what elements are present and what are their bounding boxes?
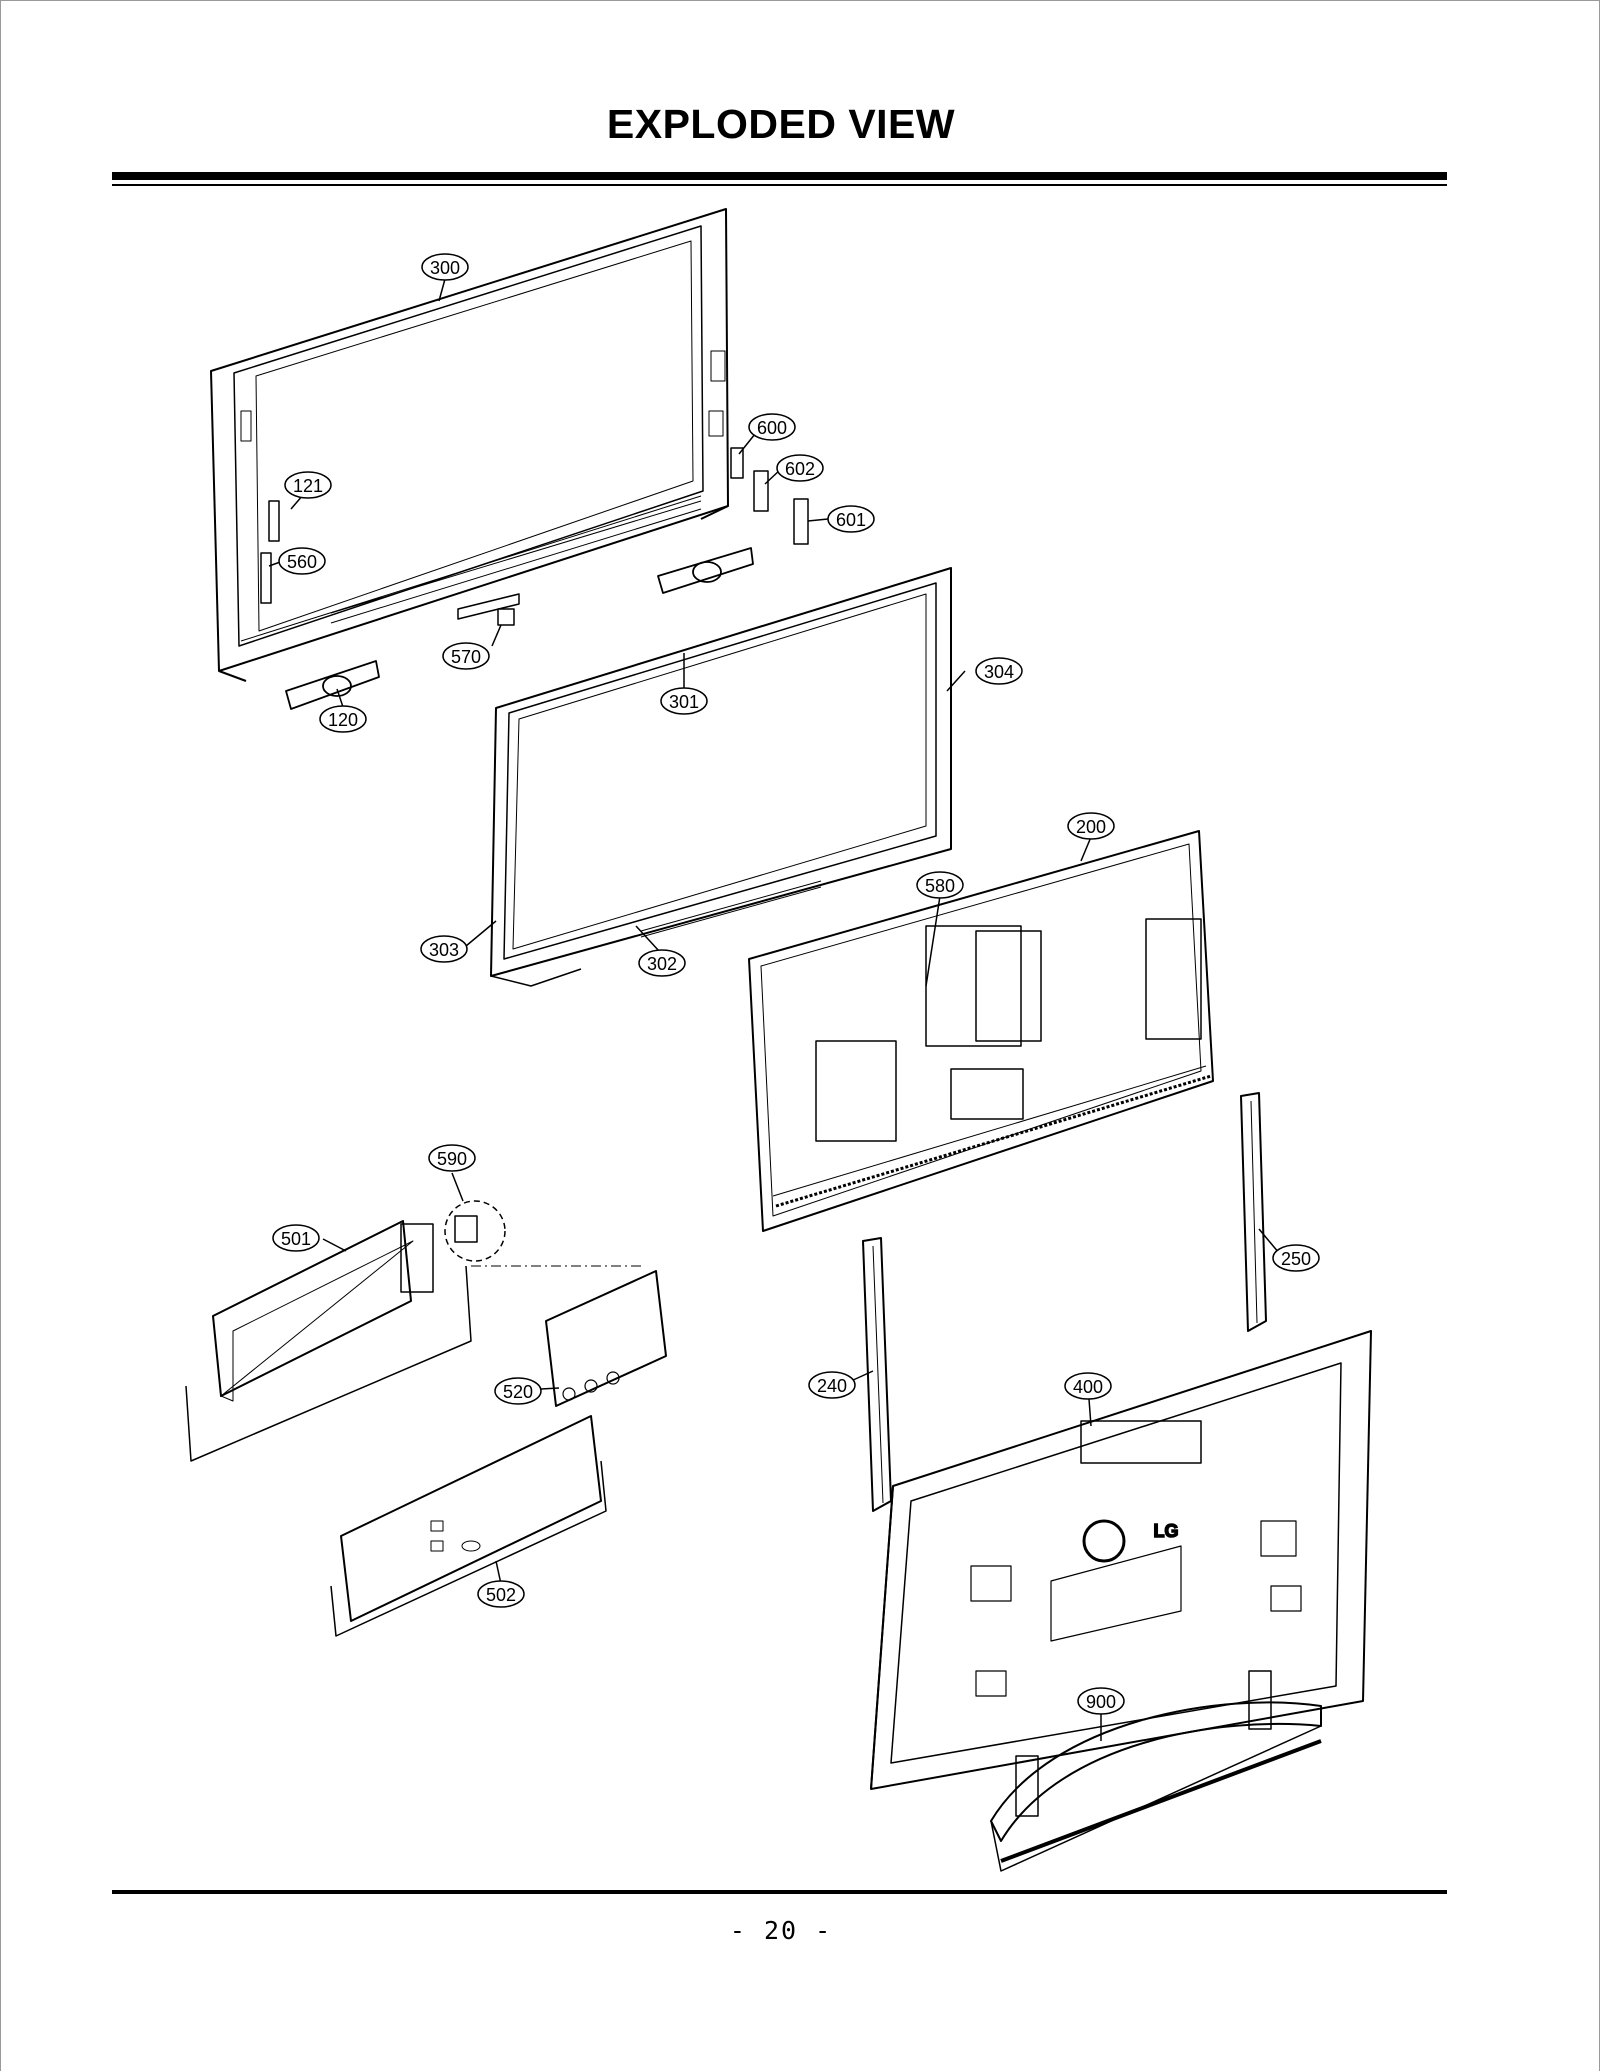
callout-303-label: 303 <box>429 940 459 960</box>
terminal-bracket-502-part <box>330 1415 607 1637</box>
callout-520-label: 520 <box>503 1382 533 1402</box>
callout-301-label: 301 <box>669 692 699 712</box>
board-570-part <box>457 593 520 626</box>
callout-570 <box>442 642 490 670</box>
callout-400 <box>1064 1372 1112 1400</box>
callout-502 <box>477 1580 525 1608</box>
callout-900-label: 900 <box>1086 1692 1116 1712</box>
callout-560 <box>278 547 326 575</box>
chassis-200-part <box>748 830 1214 1232</box>
page-title: EXPLODED VIEW <box>606 101 956 147</box>
lg-logo-text: LG <box>1154 1521 1179 1541</box>
page-number: - 20 - <box>729 1916 833 1945</box>
title-rule-thick <box>112 172 1447 180</box>
callout-121 <box>284 471 332 499</box>
callout-120 <box>319 705 367 733</box>
callout-580-label: 580 <box>925 876 955 896</box>
callout-900 <box>1077 1687 1125 1715</box>
part-602 <box>753 470 769 512</box>
callout-121-label: 121 <box>293 476 323 496</box>
title-rule-thin <box>112 184 1447 186</box>
callout-200-label: 200 <box>1076 817 1106 837</box>
part-600 <box>730 447 744 479</box>
callout-302-label: 302 <box>647 954 677 974</box>
board-520-part <box>545 1270 667 1407</box>
speaker-120-part <box>285 660 380 710</box>
callout-250-label: 250 <box>1281 1249 1311 1269</box>
callout-600 <box>748 413 796 441</box>
footer-rule <box>112 1890 1447 1894</box>
bracket-121-part <box>268 500 280 542</box>
callout-602 <box>776 454 824 482</box>
callout-590 <box>428 1144 476 1172</box>
callout-304-label: 304 <box>984 662 1014 682</box>
callout-304 <box>975 657 1023 685</box>
callout-601 <box>827 505 875 533</box>
callout-300 <box>421 253 469 281</box>
callout-240 <box>808 1371 856 1399</box>
callout-570-label: 570 <box>451 647 481 667</box>
callout-400-label: 400 <box>1073 1377 1103 1397</box>
inner-frame-part <box>490 567 952 987</box>
front-frame-part <box>210 208 729 682</box>
callout-501-label: 501 <box>281 1229 311 1249</box>
stand-900-part <box>990 1670 1322 1872</box>
led-board-560-part <box>260 552 272 604</box>
callout-302 <box>638 949 686 977</box>
back-cover-400-part <box>870 1330 1372 1790</box>
callout-240-label: 240 <box>817 1376 847 1396</box>
main-board-501-part <box>185 1220 472 1462</box>
callout-520 <box>494 1377 542 1405</box>
callout-590-label: 590 <box>437 1149 467 1169</box>
callout-502-label: 502 <box>486 1585 516 1605</box>
speaker-right-part <box>657 547 754 594</box>
callout-250 <box>1272 1244 1320 1272</box>
callout-301 <box>660 687 708 715</box>
detail-590-part <box>444 1200 641 1267</box>
callout-560-label: 560 <box>287 552 317 572</box>
callout-601-label: 601 <box>836 510 866 530</box>
callout-303 <box>420 935 468 963</box>
callout-501 <box>272 1224 320 1252</box>
callout-300-label: 300 <box>430 258 460 278</box>
lg-logo-icon <box>1082 1519 1126 1563</box>
callout-200 <box>1067 812 1115 840</box>
bracket-240-part <box>862 1237 892 1512</box>
bracket-250-part <box>1240 1092 1267 1332</box>
callout-600-label: 600 <box>757 418 787 438</box>
callout-580 <box>916 871 964 899</box>
callout-120-label: 120 <box>328 710 358 730</box>
callout-602-label: 602 <box>785 459 815 479</box>
part-601 <box>793 498 809 545</box>
